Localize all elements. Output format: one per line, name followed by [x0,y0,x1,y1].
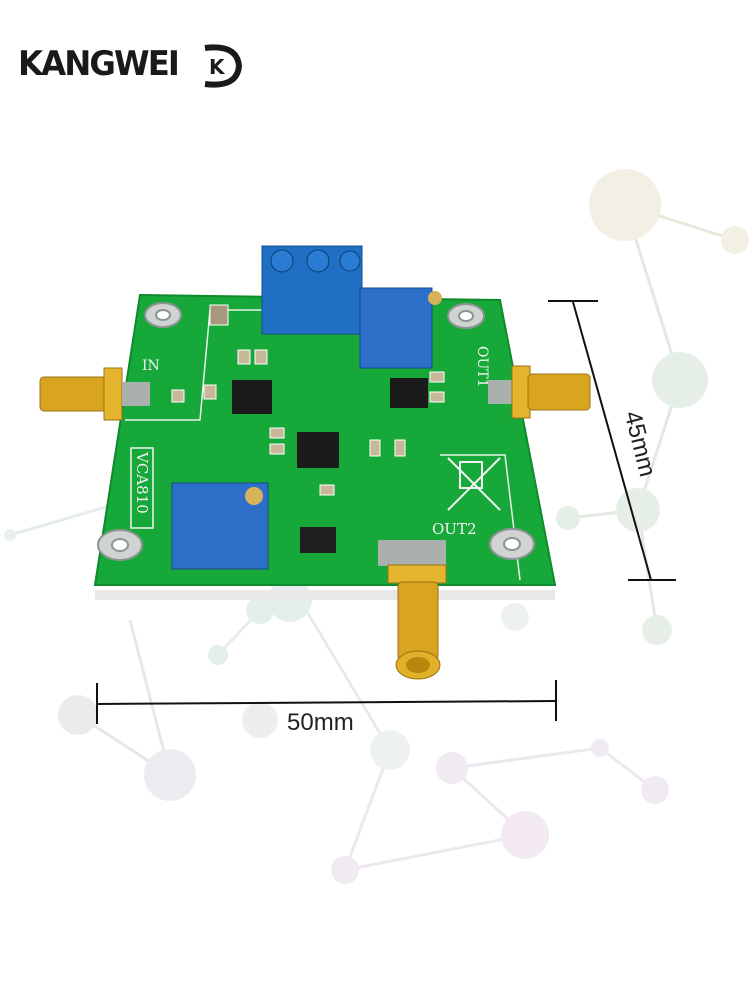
width-dimension-line [96,680,557,724]
ic-u1 [390,378,428,408]
output2-label: OUT2 [432,520,477,538]
ic-u3 [297,432,339,468]
trimmer-potentiometer-top [359,287,442,369]
jumper-header [300,527,336,553]
height-dimension-line [548,300,676,581]
sma-connector-out1 [488,365,591,419]
smd-components [171,304,445,496]
logo-mark-letter: K [209,55,226,79]
sma-connector-in [39,367,150,421]
input-label: IN [142,358,160,374]
trimmer-potentiometer-bottom [171,482,269,570]
brand-logo-mark: K [204,44,243,88]
weee-bin-symbol [447,457,501,511]
pcb-board: IN OUT1 OUT2 VCA810 [93,245,557,600]
brand-logo: KANGWEI [18,44,180,84]
output1-label: OUT1 [474,346,490,388]
sma-connector-out2 [378,540,447,680]
ic-u2 [232,380,272,414]
model-label: VCA810 [133,451,151,514]
mounting-holes [97,302,535,561]
width-dimension-label: 50mm [287,709,354,736]
screw-terminal-block [261,245,363,335]
background-network [4,169,749,884]
